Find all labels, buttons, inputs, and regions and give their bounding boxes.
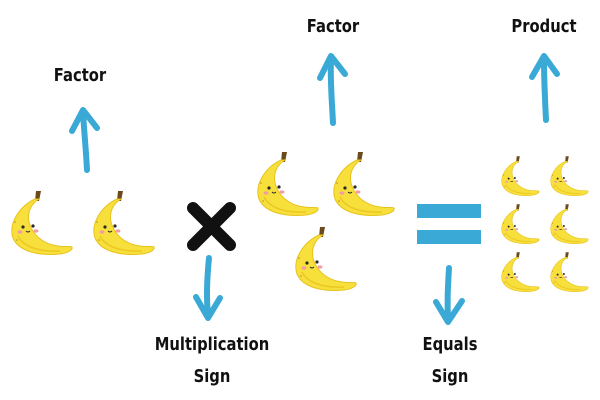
multiplication-label-line1: Multiplication — [154, 334, 270, 355]
product-label: Product — [505, 11, 584, 43]
banana-icon — [501, 203, 540, 245]
arrow-down-icon — [433, 265, 465, 325]
arrow-down-icon — [193, 255, 223, 321]
banana-icon — [295, 226, 357, 292]
equals-label-line2: Sign — [431, 366, 469, 387]
factor-label-text: Factor — [306, 16, 360, 37]
banana-icon — [93, 190, 155, 256]
arrow-up-icon — [69, 107, 100, 173]
banana-icon — [257, 151, 319, 217]
banana-icon — [550, 251, 589, 293]
banana-icon — [333, 151, 395, 217]
equals-sign-icon — [417, 204, 481, 244]
banana-icon — [550, 155, 589, 197]
banana-icon — [11, 190, 73, 256]
banana-icon — [550, 203, 589, 245]
arrow-up-icon — [529, 53, 560, 123]
multiplication-label-line2: Sign — [193, 366, 231, 387]
multiplication-sign-icon — [187, 202, 236, 251]
equals-sign-label: Equals Sign — [413, 329, 487, 393]
equals-label-line1: Equals — [422, 334, 478, 355]
arrow-up-icon — [317, 53, 348, 126]
factor-label-left: Factor — [47, 60, 113, 92]
multiplication-sign-label: Multiplication Sign — [151, 329, 274, 393]
banana-icon — [501, 251, 540, 293]
banana-icon — [501, 155, 540, 197]
factor-label-text: Factor — [53, 65, 107, 86]
product-label-text: Product — [511, 16, 577, 37]
factor-label-right: Factor — [300, 11, 366, 43]
